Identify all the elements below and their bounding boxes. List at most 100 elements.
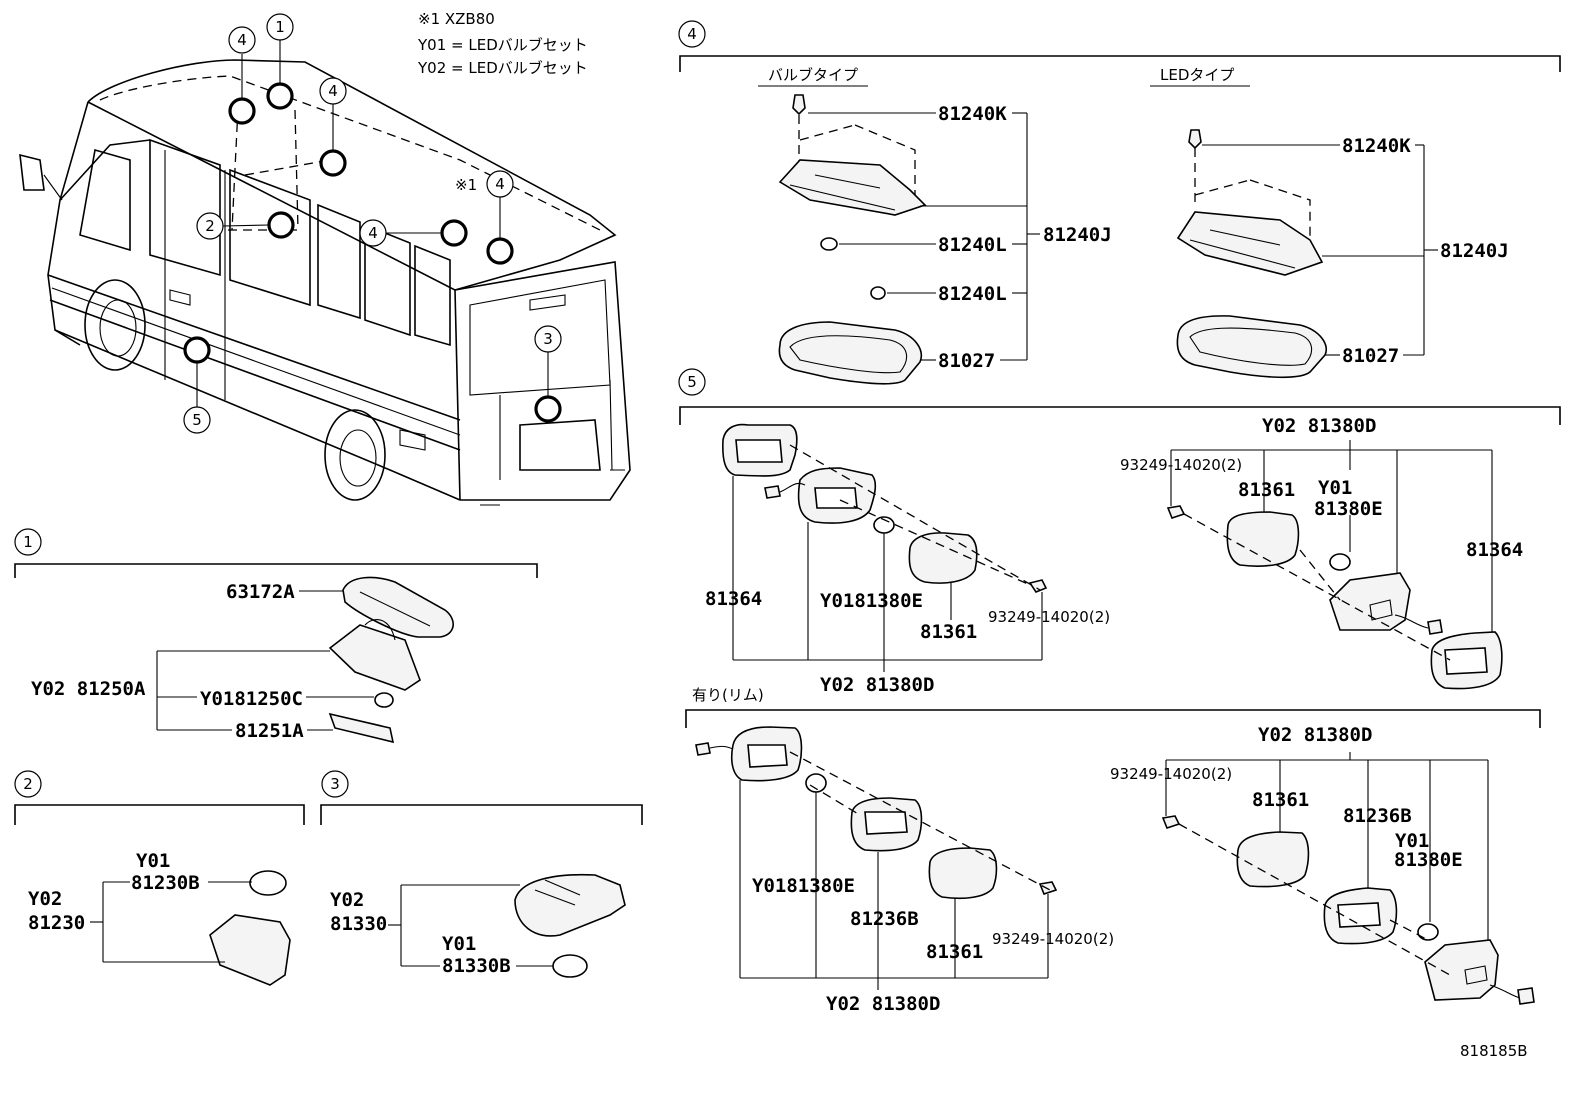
svg-text:4: 4 [687, 25, 697, 43]
lamp-housing-part [328, 624, 421, 691]
part-label: 81364 [1466, 539, 1523, 561]
part-label: Y01 [442, 933, 476, 955]
lamp-marker [183, 336, 211, 364]
callout-circle: 3 [534, 325, 562, 353]
part-label: Y02 81380D [820, 674, 934, 696]
part-label: 81240L [938, 283, 1007, 305]
screw-part [1038, 881, 1058, 895]
svg-text:4: 4 [368, 224, 378, 242]
y01-note: Y01 = LEDバルブセット [417, 36, 588, 54]
svg-text:3: 3 [330, 775, 340, 793]
led-type-label: LEDタイプ [1160, 66, 1234, 84]
lamp-housing-part [209, 914, 291, 986]
part-label: Y02 [28, 888, 62, 910]
part-label: Y01 [136, 850, 170, 872]
socket-part [1329, 572, 1411, 631]
lamp-marker [267, 211, 295, 239]
lamp-marker [266, 82, 294, 110]
bulb-part [249, 870, 287, 896]
section-2: 2 Y01 81230B Y02 81230 [14, 770, 305, 986]
lamp-marker [319, 149, 347, 177]
svg-text:4: 4 [495, 175, 505, 193]
lamp-base-part [1176, 211, 1324, 276]
socket-part [514, 873, 626, 937]
part-label: 81027 [938, 350, 995, 372]
part-label: Y02 [330, 889, 364, 911]
clip-part [792, 94, 806, 116]
part-label: 93249-14020(2) [988, 608, 1110, 626]
section-4: 4 バルブタイプ LEDタイプ 81240K 81240L 81240L 810… [678, 20, 1561, 385]
part-label: Y0181380E [820, 590, 923, 612]
svg-text:1: 1 [23, 533, 33, 551]
part-label: Y02 81380D [826, 993, 940, 1015]
bulb-part [1329, 553, 1351, 571]
socket-part [1424, 939, 1499, 1001]
callout-circle: 5 [183, 406, 211, 434]
variant-note: ※1 XZB80 [418, 10, 495, 28]
part-label: 81361 [926, 941, 983, 963]
part-label: 81236B [1343, 805, 1412, 827]
callout-circle: 4 [359, 219, 387, 247]
reflector-part [328, 712, 395, 744]
diagram-code: 818185B [1460, 1042, 1528, 1060]
svg-text:4: 4 [328, 82, 338, 100]
part-label: 93249-14020(2) [992, 930, 1114, 948]
bulb-part [870, 286, 886, 300]
part-label: Y0181380E [752, 875, 855, 897]
svg-text:5: 5 [687, 373, 697, 391]
svg-text:2: 2 [23, 775, 33, 793]
section-5: 5 81364 Y0181380E 81361 93249-14020(2) Y… [678, 368, 1561, 1015]
lamp-marker [228, 97, 256, 125]
bulb-part [552, 954, 588, 978]
bulb-part [1417, 923, 1439, 941]
part-label: 81027 [1342, 345, 1399, 367]
y02-note: Y02 = LEDバルブセット [417, 59, 588, 77]
part-label: 81240K [1342, 135, 1411, 157]
lens-part [1236, 831, 1310, 888]
overview-callouts: 4 1 4 2 4 ※1 4 3 5 [183, 13, 562, 434]
section-number: 4 [678, 20, 706, 48]
lamp-marker [486, 237, 514, 265]
part-label: 93249-14020(2) [1120, 456, 1242, 474]
part-label: 81364 [705, 588, 762, 610]
part-label: 81330 [330, 913, 387, 935]
part-label: 81361 [1252, 789, 1309, 811]
part-label: Y0181250C [200, 688, 303, 710]
callout-circle: 1 [266, 13, 294, 41]
section-number: 1 [14, 528, 42, 556]
lens-part [928, 847, 998, 900]
callout-circle: 4 [486, 170, 514, 198]
part-label: 81230B [131, 872, 200, 894]
part-label: 81240J [1440, 240, 1509, 262]
part-label: Y02 81380D [1262, 415, 1376, 437]
callout-circle: 2 [196, 212, 224, 240]
section-number: 5 [678, 368, 706, 396]
svg-text:5: 5 [192, 411, 202, 429]
bus-illustration [19, 59, 631, 506]
part-label: 81240K [938, 103, 1007, 125]
part-label: 81230 [28, 912, 85, 934]
svg-text:4: 4 [237, 31, 247, 49]
part-label: 81236B [850, 908, 919, 930]
bulb-part [374, 692, 394, 708]
part-label: 81380E [1394, 849, 1463, 871]
variant-marker: ※1 [455, 176, 477, 194]
part-label: 81361 [1238, 479, 1295, 501]
clip-part [1188, 129, 1202, 150]
lens-part [778, 321, 922, 385]
part-label: Y01 [1395, 830, 1429, 852]
screw-part [1028, 579, 1048, 593]
part-label: 81251A [235, 720, 304, 742]
lens-part [908, 532, 978, 584]
callout-circle: 4 [228, 26, 256, 54]
section-number: 2 [14, 770, 42, 798]
part-label: 63172A [226, 581, 295, 603]
section-number: 3 [321, 770, 349, 798]
part-label: 81240J [1043, 224, 1112, 246]
part-label: Y01 [1318, 477, 1352, 499]
connector-part [1427, 619, 1443, 635]
lens-part [342, 576, 454, 638]
bulb-type-label: バルブタイプ [768, 66, 858, 84]
lamp-marker [440, 219, 468, 247]
